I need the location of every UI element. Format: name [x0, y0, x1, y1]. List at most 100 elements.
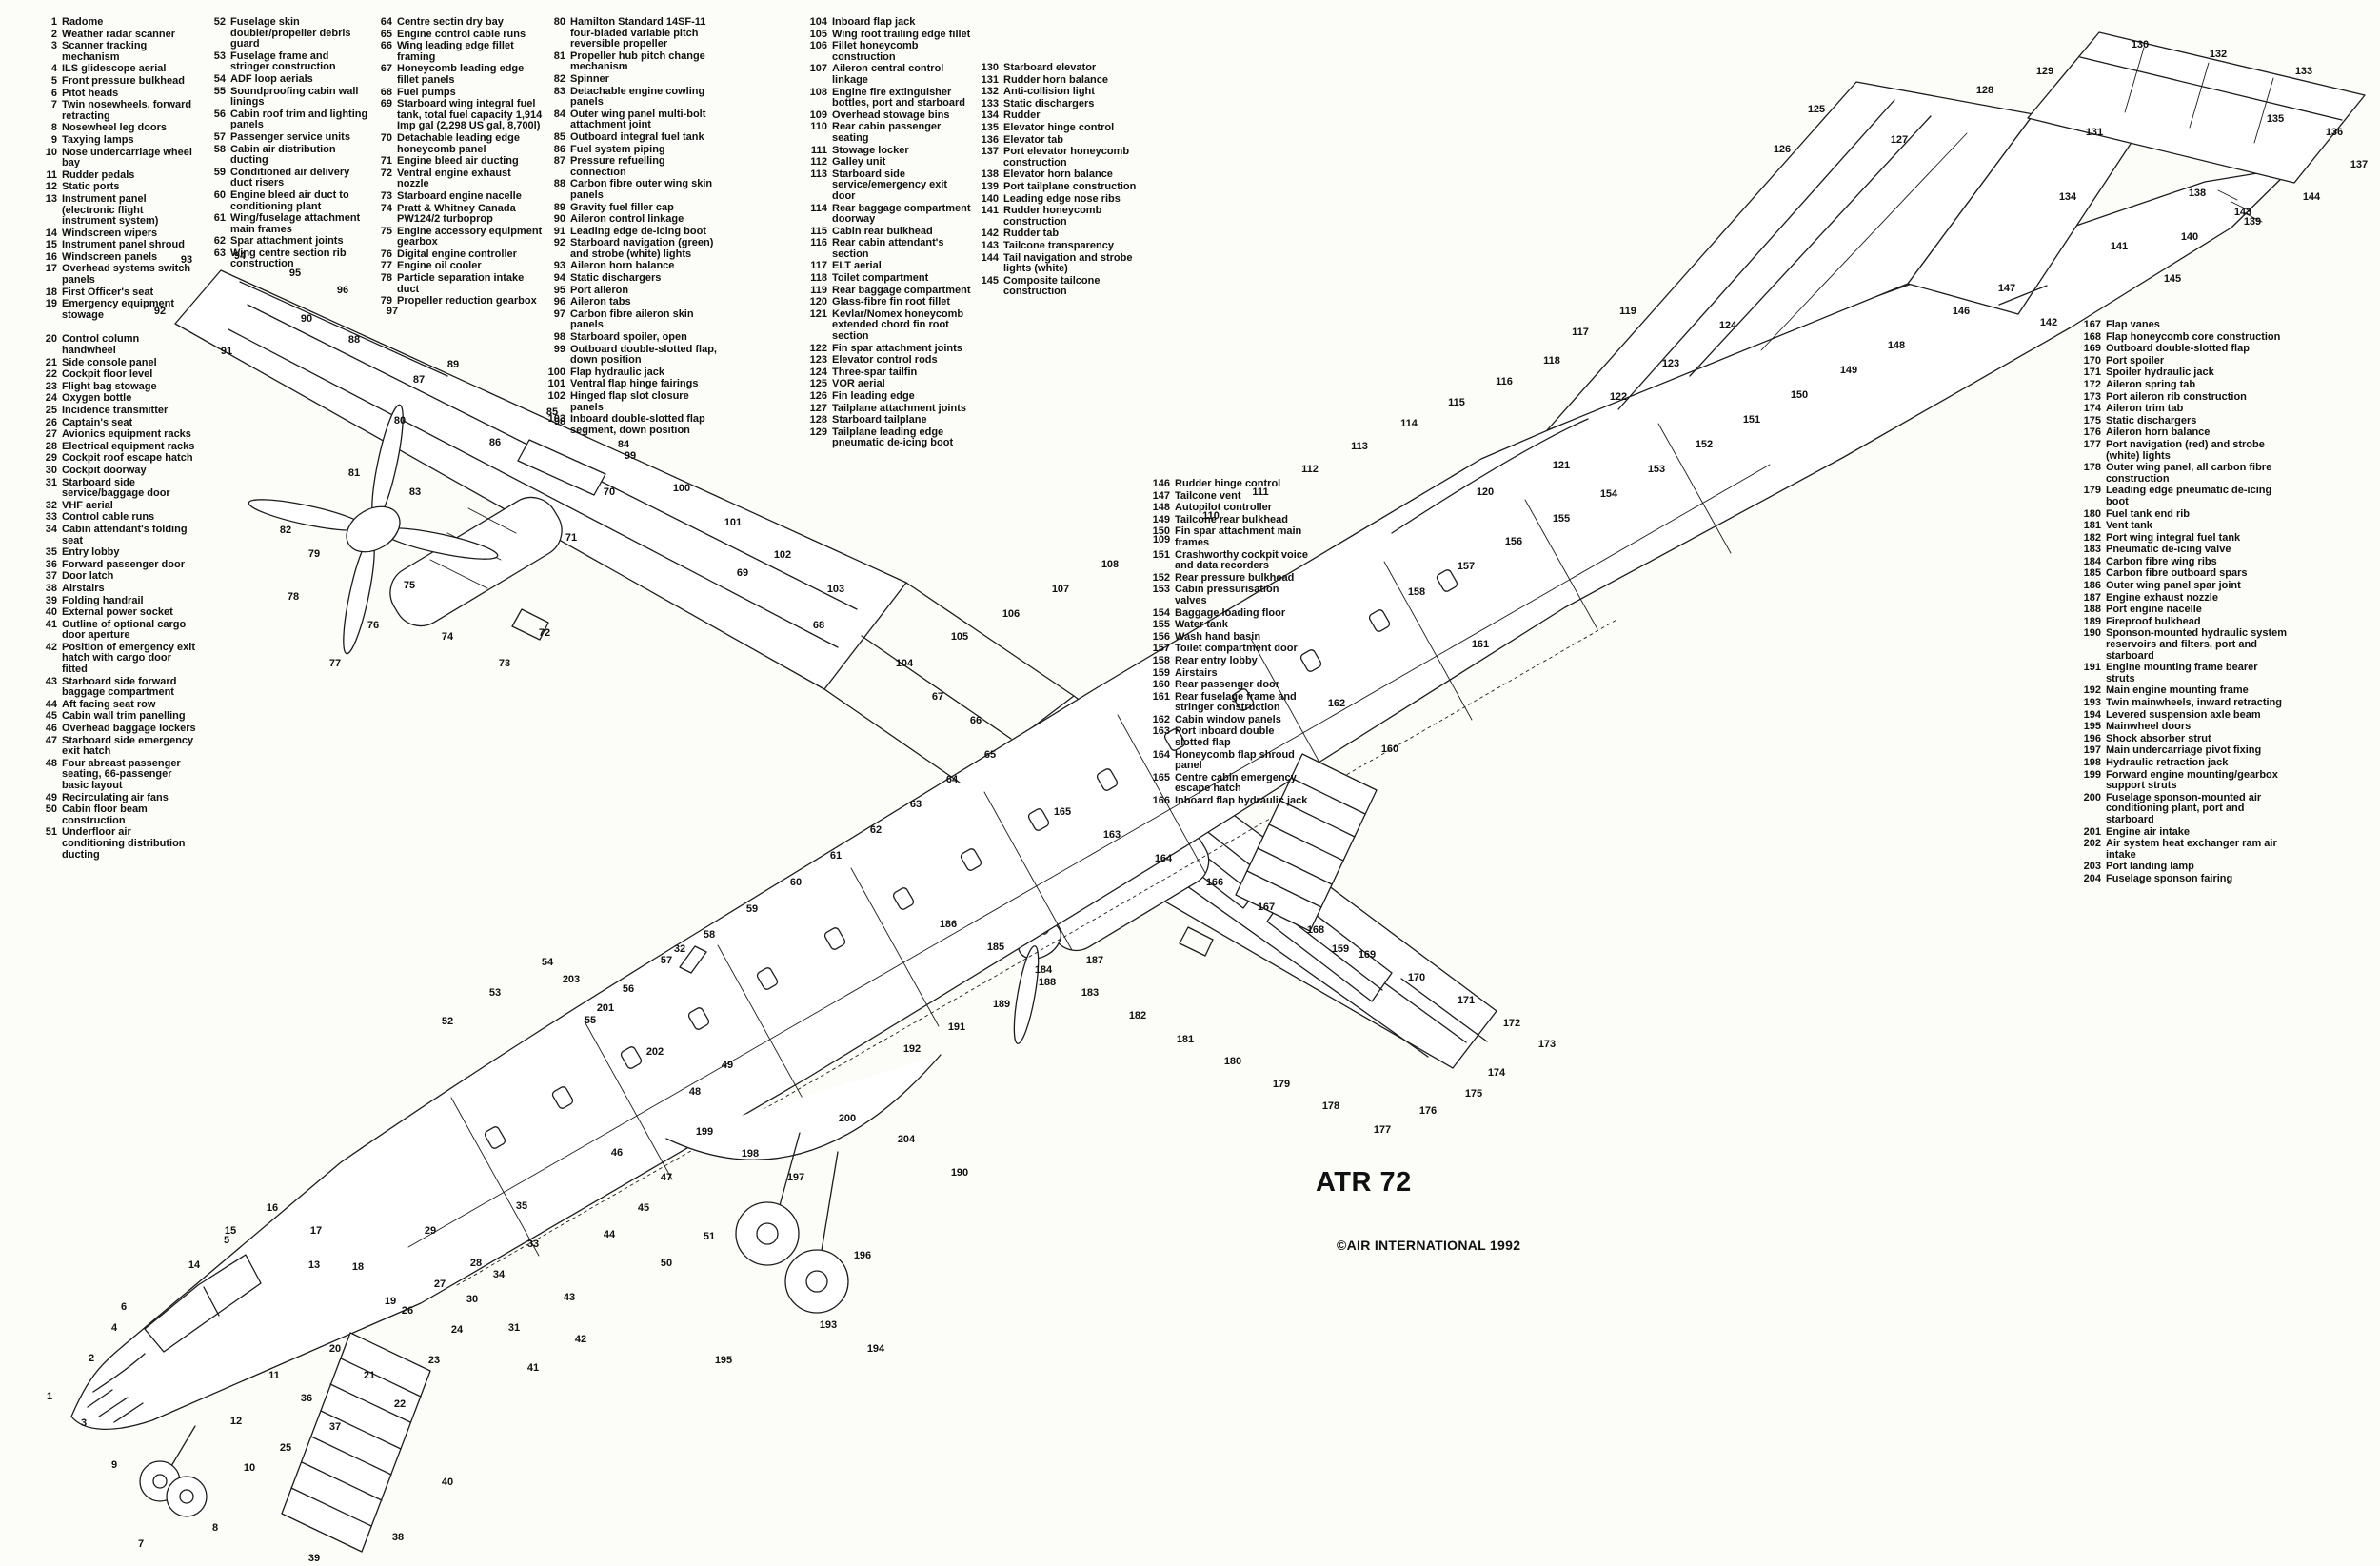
part-label: Port inboard double slotted flap [1175, 725, 1275, 749]
part-number: 80 [553, 16, 565, 28]
drawing-callout-number: 100 [673, 483, 690, 494]
part-number: 25 [45, 405, 57, 416]
drawing-callout-number: 31 [508, 1322, 520, 1334]
part-label: Fuel tank end rib [2106, 507, 2191, 520]
drawing-callout-number: 133 [2295, 66, 2312, 77]
drawing-callout-number: 160 [1381, 743, 1398, 755]
part-label: Wing leading edge fillet framing [397, 40, 514, 63]
part-label: Port tailplane construction [1003, 180, 1137, 192]
part-number: 184 [2083, 555, 2101, 567]
drawing-callout-number: 106 [1002, 608, 1020, 620]
part-number: 88 [553, 178, 565, 190]
part-label: Engine control cable runs [397, 28, 526, 40]
drawing-callout-number: 93 [181, 254, 192, 266]
part-label: Port navigation (red) and strobe (white)… [2106, 438, 2265, 462]
drawing-callout-number: 87 [413, 374, 425, 386]
part-number: 2 [50, 28, 57, 40]
part-number: 150 [1152, 525, 1170, 538]
part-number: 153 [1152, 584, 1170, 596]
drawing-callout-number: 16 [267, 1202, 278, 1214]
part-number: 126 [809, 390, 827, 402]
part-label: Detachable engine cowling panels [570, 85, 705, 109]
part-label: Gravity fuel filler cap [570, 201, 674, 213]
part-number: 36 [45, 558, 57, 570]
drawing-callout-number: 42 [575, 1334, 586, 1345]
fuselage-frames [407, 423, 1771, 1286]
starboard-wing [174, 269, 1075, 783]
drawing-callout-number: 174 [1488, 1067, 1506, 1079]
part-label: Hydraulic retraction jack [2106, 756, 2229, 768]
drawing-callout-number: 171 [1458, 995, 1475, 1006]
part-label: Main undercarriage pivot fixing [2106, 744, 2262, 757]
part-number: 21 [45, 356, 57, 368]
drawing-callout-number: 190 [951, 1167, 968, 1179]
part-label: Twin nosewheels, forward retracting [62, 99, 192, 122]
part-label: Glass-fibre fin root fillet [832, 296, 951, 308]
part-label: Elevator horn balance [1003, 168, 1113, 181]
part-number: 182 [2083, 531, 2101, 544]
drawing-callout-number: 83 [409, 486, 421, 498]
part-label: Elevator hinge control [1003, 121, 1115, 133]
part-number: 81 [553, 50, 565, 62]
part-number: 204 [2083, 872, 2101, 884]
part-number: 6 [50, 87, 57, 99]
drawing-callout-number: 169 [1359, 949, 1376, 961]
part-label: Elevator control rods [832, 354, 938, 367]
part-label: Aileron central control linkage [832, 63, 944, 86]
drawing-callout-number: 29 [425, 1225, 436, 1237]
part-label: Air system heat exchanger ram air intake [2106, 838, 2277, 861]
drawing-callout-number: 148 [1888, 340, 1905, 351]
drawing-callout-number: 66 [970, 715, 982, 726]
part-number: 148 [1152, 502, 1170, 514]
drawing-callout-number: 60 [790, 877, 802, 888]
drawing-callout-number: 127 [1891, 134, 1908, 146]
part-label: Starboard side service/emergency exit do… [832, 168, 948, 202]
part-label: Fin leading edge [832, 390, 915, 402]
part-label: Tailcone vent [1175, 489, 1241, 502]
part-number: 100 [547, 366, 565, 378]
part-label: Aileron tabs [570, 296, 631, 308]
part-number: 138 [981, 168, 999, 181]
drawing-callout-number: 80 [394, 415, 406, 426]
part-number: 97 [553, 307, 565, 320]
part-label: Centre cabin emergency escape hatch [1175, 771, 1297, 795]
part-label: ILS glidescope aerial [62, 63, 167, 75]
drawing-callout-number: 49 [722, 1060, 733, 1071]
part-number: 154 [1152, 606, 1170, 619]
part-label: Cabin attendant's folding seat [62, 523, 188, 546]
part-number: 46 [45, 723, 57, 735]
drawing-callout-number: 101 [724, 517, 742, 528]
part-label: Rear cabin attendant's section [832, 237, 944, 260]
part-label: Flap vanes [2106, 319, 2160, 330]
part-number: 186 [2083, 580, 2101, 592]
drawing-callout-number: 168 [1307, 924, 1324, 936]
drawing-callout-number: 118 [1543, 355, 1560, 367]
part-number: 99 [553, 343, 565, 355]
drawing-callout-number: 108 [1101, 559, 1119, 570]
part-number: 72 [380, 167, 392, 179]
part-label: Tail navigation and strobe lights (white… [1003, 251, 1133, 275]
